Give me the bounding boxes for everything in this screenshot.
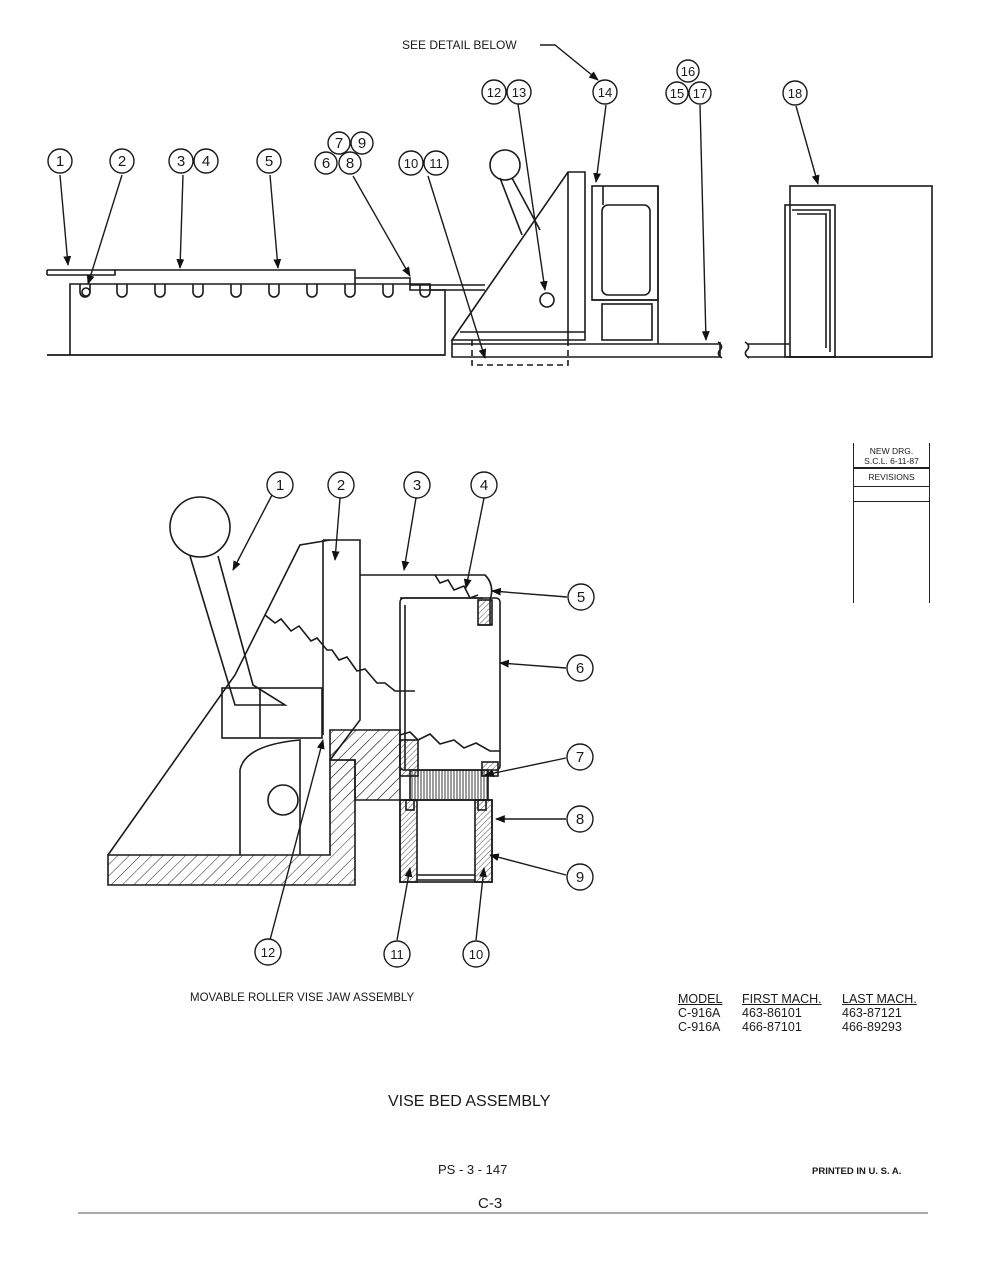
roller-jaw-detail-view [107,496,501,886]
top-callout-5: 5 [265,153,273,170]
header-last-mach: LAST MACH. [842,992,917,1006]
top-callout-17: 17 [693,86,707,101]
top-callout-11: 11 [429,156,443,171]
row-1-last: 463-87121 [842,1006,902,1020]
row-2-first: 466-87101 [742,1020,802,1034]
detail-callout-numbers: 1 2 3 4 5 6 7 8 9 10 11 12 [261,477,585,962]
top-callout-4: 4 [202,153,210,170]
detail-callout-9: 9 [576,869,584,886]
row-1-first: 463-86101 [742,1006,802,1020]
top-callout-numbers: 1 2 3 4 5 6 7 8 9 10 11 12 13 14 15 16 1… [56,64,802,172]
detail-callout-3: 3 [413,477,421,494]
row-2-last: 466-89293 [842,1020,902,1034]
detail-callout-6: 6 [576,660,584,677]
top-callout-14: 14 [598,85,612,100]
detail-callout-11: 11 [390,947,404,962]
top-callout-13: 13 [512,85,526,100]
top-callout-7: 7 [335,135,343,152]
top-leader-lines [59,44,820,359]
revisions-label: REVISIONS [854,469,929,487]
revision-line-2: S.C.L. 6-11-87 [854,456,929,469]
detail-title: MOVABLE ROLLER VISE JAW ASSEMBLY [190,992,415,1004]
header-first-mach: FIRST MACH. [742,992,822,1006]
detail-callout-7: 7 [576,749,584,766]
printed-in-usa: PRINTED IN U. S. A. [812,1166,902,1177]
model-table-header: MODEL FIRST MACH. LAST MACH. [678,992,932,1006]
part-number: PS - 3 - 147 [438,1162,508,1177]
detail-callouts [254,471,595,968]
top-callout-16: 16 [681,64,695,79]
detail-callout-5: 5 [577,589,585,606]
detail-callout-2: 2 [337,477,345,494]
page-number: C-3 [478,1195,503,1212]
detail-callout-8: 8 [576,811,584,828]
detail-leader-lines [232,494,568,941]
detail-callout-4: 4 [480,477,488,494]
revision-row-blank [854,487,929,502]
top-callout-2: 2 [118,153,126,170]
top-callout-9: 9 [358,135,366,152]
row-2-model: C-916A [678,1020,721,1034]
top-callout-10: 10 [404,156,418,171]
top-callout-1: 1 [56,153,64,170]
top-callout-3: 3 [177,153,185,170]
top-callout-18: 18 [788,86,802,101]
row-1-model: C-916A [678,1006,721,1020]
header-model: MODEL [678,992,723,1006]
top-callout-6: 6 [322,155,330,172]
see-detail-note: SEE DETAIL BELOW [402,38,517,52]
model-table: MODEL FIRST MACH. LAST MACH. C-916A 463-… [678,992,932,1034]
top-callouts [47,59,808,176]
revisions-box: NEW DRG. S.C.L. 6-11-87 REVISIONS [853,443,930,603]
detail-callout-12: 12 [261,945,275,960]
main-title: VISE BED ASSEMBLY [388,1093,551,1110]
revision-line-1: NEW DRG. [869,446,914,456]
table-row: C-916A 463-86101 463-87121 [678,1006,932,1020]
top-callout-15: 15 [670,86,684,101]
table-row: C-916A 466-87101 466-89293 [678,1020,932,1034]
top-callout-12: 12 [487,85,501,100]
detail-callout-1: 1 [276,477,284,494]
top-callout-8: 8 [346,155,354,172]
detail-callout-10: 10 [469,947,483,962]
vise-bed-top-view [46,149,933,366]
